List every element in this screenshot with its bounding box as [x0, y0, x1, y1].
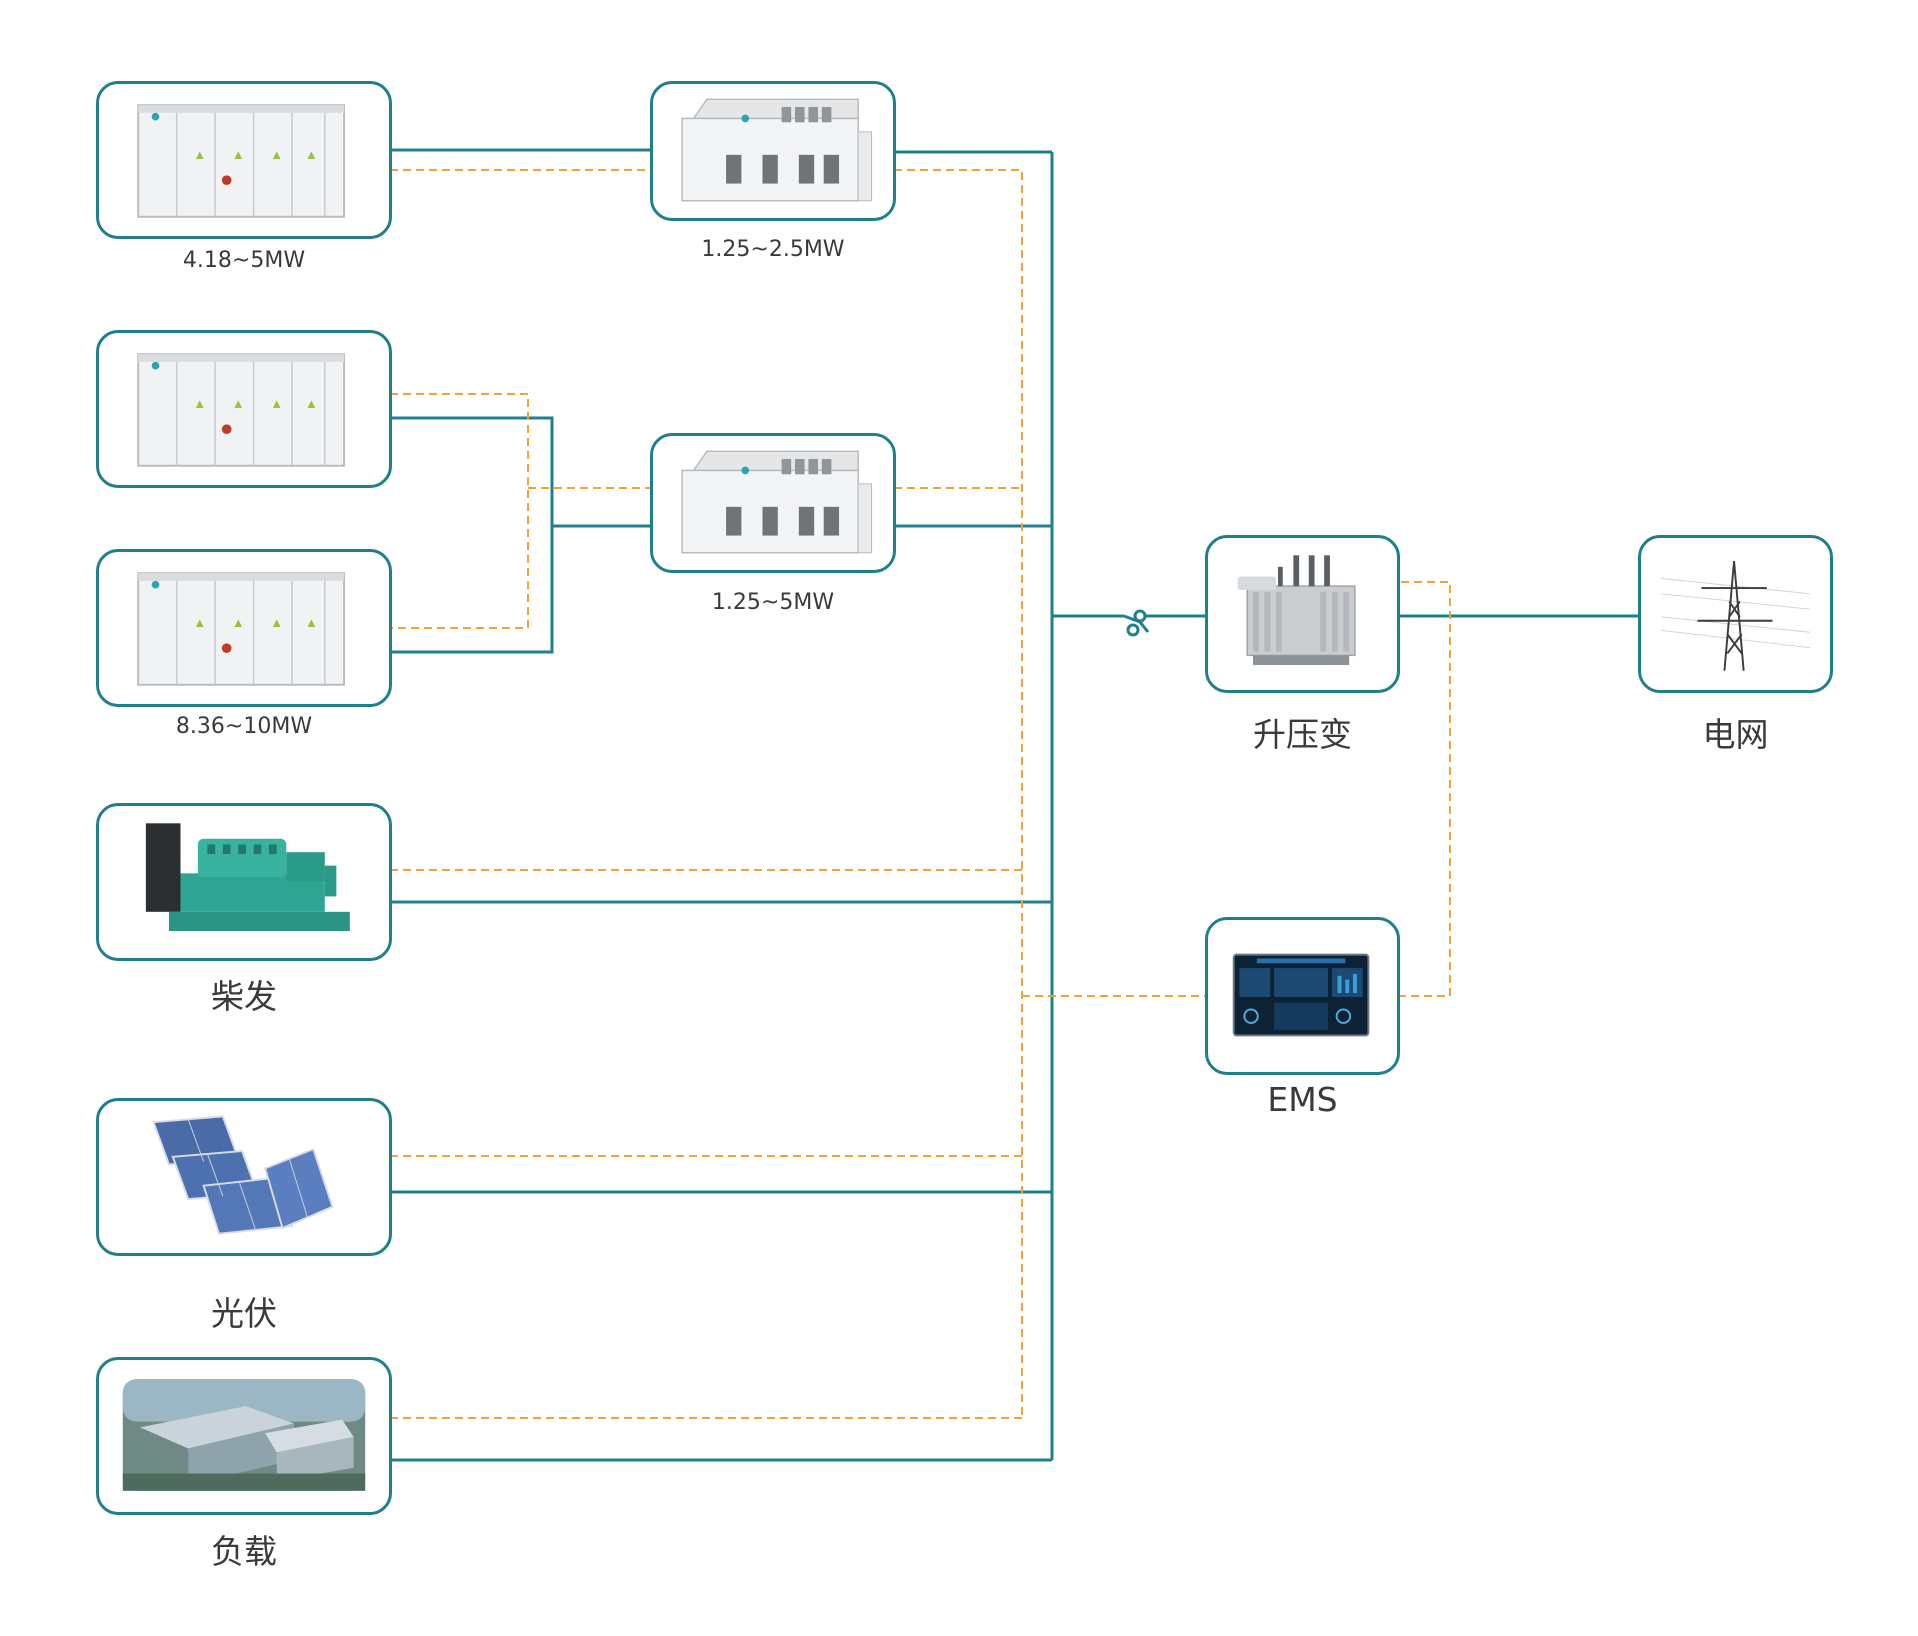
pv-caption: 光伏	[211, 1294, 277, 1333]
factory-building-icon	[122, 1379, 366, 1491]
breaker-terminal-icon	[1126, 623, 1140, 637]
pcs1-caption: 1.25~2.5MW	[701, 237, 845, 262]
transformer-icon	[1237, 555, 1356, 665]
ems-screen-icon	[1232, 953, 1370, 1037]
load-node[interactable]	[96, 1357, 392, 1515]
grid-node[interactable]	[1638, 535, 1833, 693]
battery-container-icon	[137, 104, 346, 218]
pcs-cabinet-icon	[681, 450, 873, 554]
diesel-caption: 柴发	[211, 977, 277, 1016]
transformer-node[interactable]	[1205, 535, 1400, 693]
comm-line-ems-transformer	[1398, 581, 1451, 997]
solar-panel-icon	[152, 1115, 334, 1235]
ems-node[interactable]	[1205, 917, 1400, 1075]
battery-container-node-1[interactable]	[96, 81, 392, 239]
battery-container-icon	[137, 572, 346, 686]
grid-caption: 电网	[1702, 715, 1769, 754]
power-line-bess2-combiner	[390, 416, 554, 654]
pcs-cabinet-node-2[interactable]	[650, 433, 896, 573]
breaker-terminal-icon	[1133, 609, 1147, 623]
transformer-caption: 升压变	[1253, 715, 1352, 754]
pcs2-caption: 1.25~5MW	[711, 590, 835, 615]
solar-pv-node[interactable]	[96, 1098, 392, 1256]
pcs-cabinet-node-1[interactable]	[650, 81, 896, 221]
battery-container-node-3[interactable]	[96, 549, 392, 707]
bess1-caption: 4.18~5MW	[182, 248, 306, 273]
diesel-generator-node[interactable]	[96, 803, 392, 961]
comm-line-pcs1-bus	[894, 169, 1023, 1418]
battery-container-icon	[137, 353, 346, 467]
battery-container-node-2[interactable]	[96, 330, 392, 488]
pcs-cabinet-icon	[681, 98, 873, 202]
bess3-caption: 8.36~10MW	[175, 714, 313, 739]
diesel-generator-icon	[145, 823, 350, 932]
ems-caption: EMS	[1267, 1080, 1338, 1119]
comm-line-bess2	[390, 393, 529, 629]
load-caption: 负载	[211, 1532, 277, 1571]
power-tower-icon	[1660, 561, 1811, 671]
